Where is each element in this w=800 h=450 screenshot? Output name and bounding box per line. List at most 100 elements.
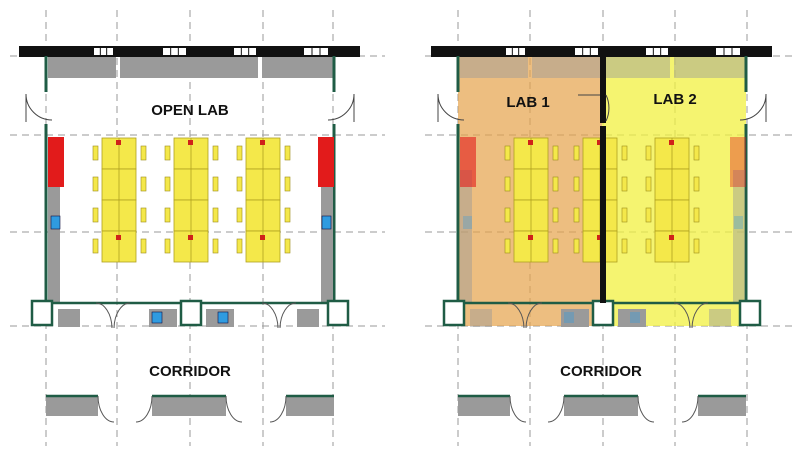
side-door (739, 93, 767, 122)
column (442, 299, 466, 327)
sink (151, 311, 163, 324)
counter-bottom (709, 309, 731, 327)
stool (236, 207, 243, 223)
stool (92, 176, 99, 192)
stool (92, 238, 99, 254)
stool (284, 207, 291, 223)
stool (645, 238, 652, 254)
stool (140, 207, 147, 223)
exterior-wall (19, 46, 360, 57)
corridor-door (507, 302, 543, 329)
utility-outlet (528, 140, 533, 145)
exterior-wall (431, 46, 772, 57)
fume-hood (730, 137, 746, 187)
window (716, 48, 740, 55)
stool (573, 176, 580, 192)
stool (693, 176, 700, 192)
stool (164, 207, 171, 223)
stool (212, 176, 219, 192)
corridor-counter (46, 396, 98, 416)
column (30, 299, 54, 327)
counter-bottom (58, 309, 80, 327)
counter-top (460, 57, 528, 78)
sink (630, 312, 640, 323)
stool (164, 176, 171, 192)
stool (212, 145, 219, 161)
utility-outlet (188, 235, 193, 240)
stool (504, 176, 511, 192)
stool (236, 176, 243, 192)
stool (140, 238, 147, 254)
stool (621, 145, 628, 161)
stool (552, 145, 559, 161)
stool (92, 145, 99, 161)
sink (321, 215, 332, 230)
side-counter (321, 170, 333, 303)
open-lab-plan (19, 46, 360, 423)
side-door (327, 93, 355, 122)
stool (236, 145, 243, 161)
stool (212, 207, 219, 223)
counter-top (120, 57, 258, 78)
window (234, 48, 256, 55)
utility-outlet (260, 140, 265, 145)
corridor-counter (458, 396, 510, 416)
stool (504, 145, 511, 161)
utility-outlet (597, 140, 602, 145)
counter-bottom (297, 309, 319, 327)
fume-hood (460, 137, 476, 187)
utility-outlet (260, 235, 265, 240)
column (738, 299, 762, 327)
corridor-door (97, 395, 153, 423)
counter-top (674, 57, 746, 78)
open-lab-label: OPEN LAB (151, 102, 229, 119)
sink (217, 311, 229, 324)
stool (284, 238, 291, 254)
sink (564, 312, 574, 323)
sink (734, 216, 743, 229)
partition-door (578, 94, 610, 122)
window (575, 48, 598, 55)
utility-outlet (188, 140, 193, 145)
stool (284, 176, 291, 192)
side-counter (48, 170, 60, 303)
corridor-counter (286, 396, 334, 416)
left-corridor-label: CORRIDOR (149, 363, 231, 380)
stool (645, 207, 652, 223)
corridor-counter (152, 396, 226, 416)
counter-top (262, 57, 334, 78)
side-door (25, 93, 53, 122)
window (163, 48, 186, 55)
window (94, 48, 113, 55)
stool (573, 238, 580, 254)
window (304, 48, 328, 55)
corridor-door (225, 395, 287, 423)
counter-top (48, 57, 116, 78)
side-door (437, 93, 465, 122)
utility-outlet (116, 140, 121, 145)
corridor-door (261, 302, 297, 329)
fume-hood (48, 137, 64, 187)
stool (621, 176, 628, 192)
utility-outlet (669, 235, 674, 240)
stool (552, 207, 559, 223)
stool (236, 238, 243, 254)
stool (212, 238, 219, 254)
stool (284, 145, 291, 161)
window (646, 48, 668, 55)
stool (573, 145, 580, 161)
corridor-counter (564, 396, 638, 416)
counter-bottom (470, 309, 492, 327)
stool (693, 207, 700, 223)
stool (693, 145, 700, 161)
counter-bottom (618, 309, 646, 327)
side-counter (460, 170, 472, 303)
stool (92, 207, 99, 223)
stool (140, 176, 147, 192)
right-corridor-label: CORRIDOR (560, 363, 642, 380)
column (326, 299, 350, 327)
corridor-door (673, 302, 709, 329)
sink (463, 216, 472, 229)
stool (621, 238, 628, 254)
